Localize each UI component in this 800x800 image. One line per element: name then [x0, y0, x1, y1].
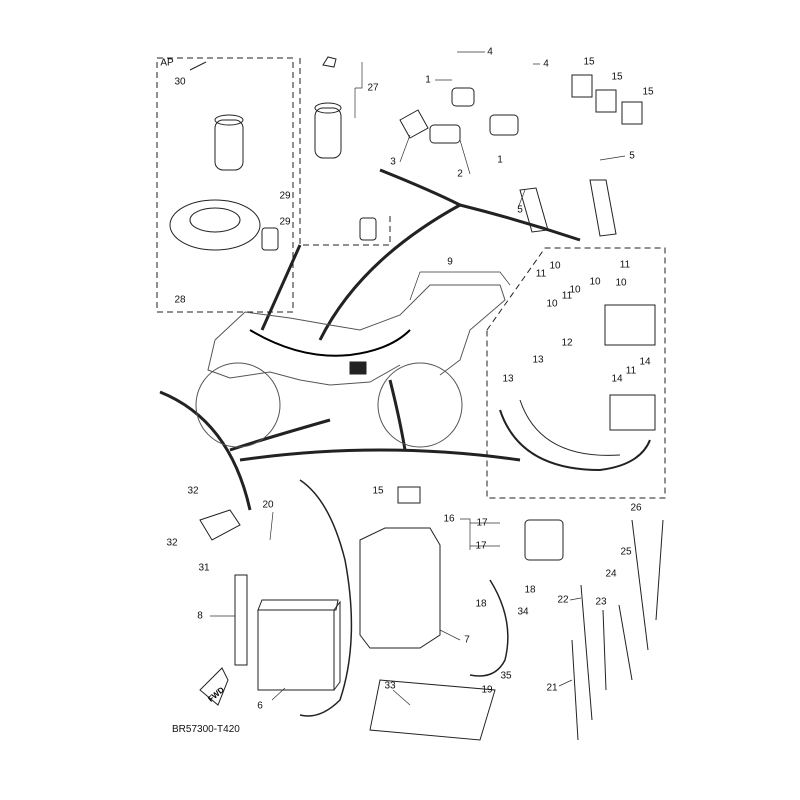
callout-10: 10 — [549, 260, 561, 272]
callout-25: 25 — [620, 546, 632, 558]
drawing-code: BR57300-T420 — [172, 724, 240, 735]
relays — [571, 74, 643, 125]
callout-19: 19 — [481, 684, 493, 696]
callout-26: 26 — [630, 502, 642, 514]
ap-group-label: AP — [160, 57, 174, 69]
battery-band — [234, 574, 248, 666]
callout-29: 29 — [279, 190, 291, 202]
connector — [261, 227, 279, 251]
callout-1: 1 — [497, 154, 503, 166]
callout-28: 28 — [174, 294, 186, 306]
callout-31: 31 — [198, 562, 210, 574]
callout-6: 6 — [257, 700, 263, 712]
fuse-box-2 — [609, 394, 656, 431]
fuse-box — [604, 304, 656, 346]
callout-18: 18 — [524, 584, 536, 596]
grips — [519, 179, 617, 237]
callout-20: 20 — [262, 499, 274, 511]
callout-3: 3 — [390, 156, 396, 168]
callout-10: 10 — [546, 298, 558, 310]
callout-9: 9 — [447, 256, 453, 268]
callout-13: 13 — [532, 354, 544, 366]
leader-lines — [210, 51, 626, 706]
component-block — [349, 361, 367, 375]
callout-17: 17 — [475, 540, 487, 552]
callout-11: 11 — [619, 259, 631, 271]
starter-relay — [524, 519, 564, 561]
callout-10: 10 — [615, 277, 627, 289]
callout-12: 12 — [561, 337, 573, 349]
callout-1: 1 — [425, 74, 431, 86]
motorcycle-outline — [195, 284, 506, 448]
callout-11: 11 — [561, 290, 573, 302]
callout-10: 10 — [589, 276, 601, 288]
callout-30: 30 — [174, 76, 186, 88]
callout-16: 16 — [443, 513, 455, 525]
battery-sheet — [369, 679, 496, 741]
callout-29: 29 — [279, 216, 291, 228]
callout-15: 15 — [642, 86, 654, 98]
callout-32: 32 — [187, 485, 199, 497]
callout-32: 32 — [166, 537, 178, 549]
separator-top-right — [379, 168, 581, 242]
ignition-switch-ap — [214, 114, 244, 171]
callout-17: 17 — [476, 517, 488, 529]
callout-5: 5 — [629, 150, 635, 162]
callout-34: 34 — [517, 606, 529, 618]
callout-22: 22 — [557, 594, 569, 606]
callout-24: 24 — [605, 568, 617, 580]
callout-2: 2 — [457, 168, 463, 180]
key-icon — [322, 56, 337, 68]
handlebar-switches — [399, 87, 519, 144]
ignition-switch — [314, 102, 342, 159]
callout-15: 15 — [583, 56, 595, 68]
callout-33: 33 — [384, 680, 396, 692]
callout-21: 21 — [546, 682, 558, 694]
battery-cover — [359, 527, 441, 649]
callout-35: 35 — [500, 670, 512, 682]
callout-18: 18 — [475, 598, 487, 610]
callout-5: 5 — [517, 204, 523, 216]
ground-cable — [469, 579, 509, 677]
callout-14: 14 — [639, 356, 651, 368]
fwd-arrow — [199, 667, 229, 706]
relay-15 — [397, 486, 421, 504]
callout-15: 15 — [611, 71, 623, 83]
callout-27: 27 — [367, 82, 379, 94]
ap-group-box — [156, 57, 294, 313]
callout-14: 14 — [611, 373, 623, 385]
callout-15: 15 — [372, 485, 384, 497]
key-set-box — [299, 58, 391, 246]
callout-8: 8 — [197, 610, 203, 622]
callout-11: 11 — [625, 365, 637, 377]
callout-13: 13 — [502, 373, 514, 385]
sensor-31 — [199, 509, 241, 541]
battery-cable — [299, 479, 353, 717]
callout-23: 23 — [595, 596, 607, 608]
cable-ties — [571, 519, 664, 741]
callout-11: 11 — [535, 268, 547, 280]
battery — [257, 599, 341, 691]
harness-detail-box — [486, 247, 666, 499]
callout-10: 10 — [569, 284, 581, 296]
callout-4: 4 — [487, 46, 493, 58]
wire-harness-route — [249, 329, 411, 357]
callout-4: 4 — [543, 58, 549, 70]
callout-7: 7 — [464, 634, 470, 646]
fuel-cap — [169, 199, 261, 251]
